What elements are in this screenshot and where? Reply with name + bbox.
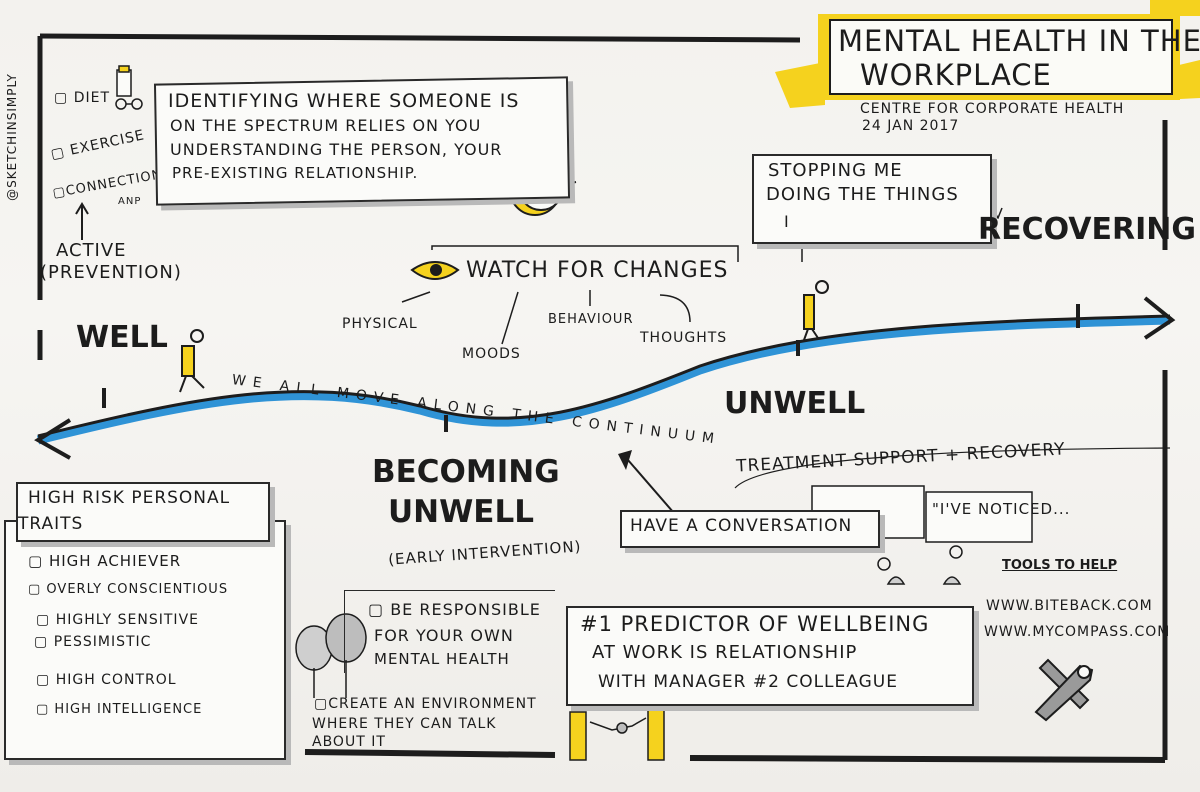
environment-line2: WHERE THEY CAN TALK [312,716,497,732]
environment-line3: ABOUT IT [312,734,386,750]
identify-line3: UNDERSTANDING THE PERSON, YOUR [170,140,503,159]
artist-handle: @SKETCHINSIMPLY [4,73,19,201]
stage-recovering: RECOVERING [978,212,1197,247]
trees-icon [295,613,367,698]
tools-title: TOOLS TO HELP [1002,558,1118,573]
postit-corner [1150,0,1200,16]
arrow-left-head [34,418,72,460]
arrow-moods [501,291,519,345]
figure-walking [179,329,205,393]
treatment-arc [734,447,1171,489]
predictor-box [566,606,974,706]
arrow-conversation-head [618,450,632,470]
risk-item-label: HIGH ACHIEVER [48,552,182,570]
risk-item-label: HIGH CONTROL [55,672,177,688]
predictor-line2: AT WORK IS RELATIONSHIP [592,642,858,663]
stage-well: WELL [76,320,168,355]
arrow-physical [401,291,431,303]
subtitle-date: 24 JAN 2017 [862,118,960,134]
risk-item: ▢ OVERLY CONSCIENTIOUS [28,582,229,597]
risk-item: ▢ HIGH ACHIEVER [28,552,182,570]
identify-line2: ON THE SPECTRUM RELIES ON YOU [170,116,482,135]
risk-title-line2: TRAITS [18,514,84,534]
frame-bottom [689,755,1166,763]
title-banner-box [829,19,1173,95]
watch-behaviour: BEHAVIOUR [548,312,634,327]
risk-item: ▢ HIGH INTELLIGENCE [36,702,203,717]
environment-line1-text: CREATE AN ENVIRONMENT [328,696,537,712]
noticed-quote: "I'VE NOTICED... [932,500,1071,518]
tools-url2: WWW.MYCOMPASS.COM [984,624,1171,640]
risk-item: ▢ HIGHLY SENSITIVE [36,612,199,628]
title-line2: WORKPLACE [860,58,1052,92]
frame-bottom-left [304,749,556,758]
risk-title-line1: HIGH RISK PERSONAL [28,488,231,508]
bubble-right [925,491,1033,543]
watch-physical: PHYSICAL [342,316,418,332]
risk-item-label: PESSIMISTIC [53,634,152,650]
responsible-box [344,590,555,673]
title-line1: MENTAL HEALTH IN THE [838,24,1200,58]
ribbon-left [775,62,825,108]
tools-url1: WWW.BITEBACK.COM [986,598,1153,614]
responsible-line2: FOR YOUR OWN [374,626,514,645]
watch-moods: MOODS [462,346,521,362]
conversation-label: HAVE A CONVERSATION [630,516,853,536]
stopping-line1: STOPPING ME [768,160,903,181]
responsible-line1: ▢ BE RESPONSIBLE [368,600,541,619]
dumbbell-icon [115,98,143,110]
stopping-box [752,154,992,244]
continuum-wave [36,315,1171,445]
checklist-diet: ▢ DIET [54,90,110,106]
environment-line1: ▢CREATE AN ENVIRONMENT [314,696,537,712]
checklist-diet-label: DIET [73,90,110,106]
figure-recovering [803,280,829,341]
continuum-line [37,314,1171,438]
stage-becoming-line2: UNWELL [388,494,534,530]
tools-icon [1034,658,1094,722]
stopping-line3: I [784,212,790,231]
identify-line1: IDENTIFYING WHERE SOMEONE IS [168,90,520,112]
conversation-box [620,510,880,548]
risk-title-box [16,482,270,542]
risk-item-label: HIGH INTELLIGENCE [54,702,203,717]
stage-unwell: UNWELL [724,386,866,421]
stopping-line2: DOING THE THINGS [766,184,959,205]
arrow-right-head [1143,296,1176,340]
risk-item: ▢ HIGH CONTROL [36,672,177,688]
predictor-line3: WITH MANAGER #2 COLLEAGUE [598,672,898,692]
bottle-icon [116,65,132,97]
responsible-line3: MENTAL HEALTH [374,650,510,668]
arrow-active [75,202,89,240]
predictor-line1: #1 PREDICTOR OF WELLBEING [580,612,930,636]
identify-line4: PRE-EXISTING RELATIONSHIP. [172,164,419,182]
stage-becoming-line1: BECOMING [372,454,560,490]
active-line2: (PREVENTION) [40,262,182,283]
risk-item-label: HIGHLY SENSITIVE [55,612,199,628]
risk-panel [4,520,286,760]
checklist-connections-tail: ANP [118,196,142,207]
frame-top [39,33,801,43]
handshake-figures [569,685,665,761]
watch-thoughts: THOUGHTS [640,330,728,346]
responsible-line1-text: BE RESPONSIBLE [390,600,541,619]
conversation-people [877,545,963,585]
arrow-thoughts [659,294,691,323]
active-line1: ACTIVE [56,240,127,261]
subtitle-org: CENTRE FOR CORPORATE HEALTH [860,101,1125,117]
risk-item-label: OVERLY CONSCIENTIOUS [46,582,229,597]
watch-title: WATCH FOR CHANGES [466,258,729,283]
eye-icon [410,261,460,280]
risk-item: ▢ PESSIMISTIC [34,634,152,650]
